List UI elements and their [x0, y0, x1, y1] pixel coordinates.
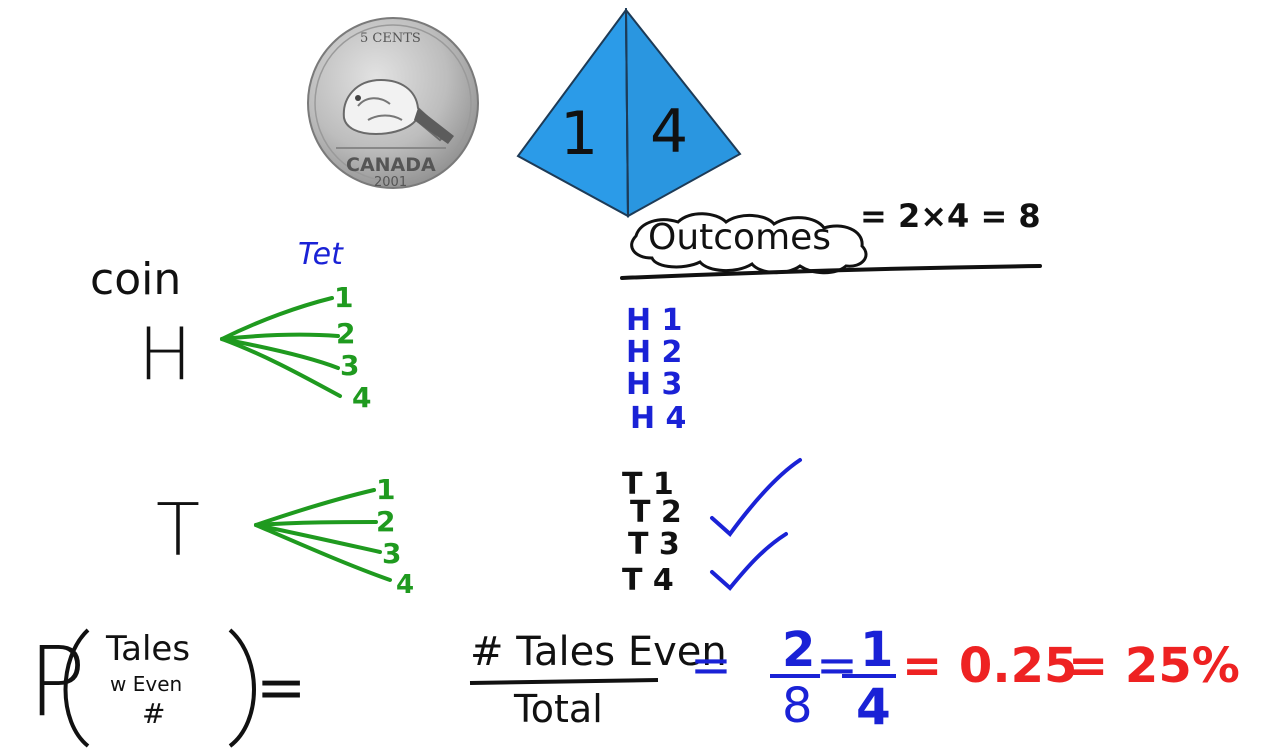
tetrahedron-graphic	[516, 8, 742, 218]
outcome-h4: H 4	[630, 401, 687, 436]
prob-numerator: # Tales Even	[470, 629, 727, 675]
prob-equals-3: =	[816, 636, 858, 694]
tetra-face-right: 4	[650, 97, 689, 167]
prob-frac1-num: 2	[782, 622, 816, 678]
outcome-h3: H 3	[626, 367, 683, 402]
h-branch-4: 4	[352, 381, 372, 414]
tet-label: Tet	[298, 237, 343, 272]
outcome-t4: T 4	[622, 563, 674, 598]
prob-event-top: Tales	[106, 629, 191, 669]
outcome-t3: T 3	[628, 527, 680, 562]
prob-decimal: = 0.25	[902, 638, 1078, 694]
h-branch-3: 3	[340, 349, 360, 382]
t-branch-3: 3	[382, 537, 402, 570]
outcome-t1: T 1	[622, 467, 674, 502]
prob-frac1-den: 8	[782, 678, 813, 734]
tetra-face-left: 1	[560, 99, 599, 169]
prob-denominator: Total	[514, 687, 603, 731]
tetrahedron-image: 1 4	[516, 8, 742, 220]
prob-frac2-num: 1	[860, 622, 894, 678]
coin-label: coin	[90, 254, 182, 305]
prob-equals-2: =	[690, 636, 732, 694]
h-branch-1: 1	[334, 281, 354, 314]
prob-event-bottom: #	[142, 697, 166, 730]
outcomes-heading: Outcomes	[648, 217, 832, 258]
prob-frac2-den: 4	[856, 678, 891, 736]
outcome-h1: H 1	[626, 303, 683, 338]
t-branch-2: 2	[376, 505, 396, 538]
prob-event-mid: w Even	[110, 672, 183, 696]
outcomes-equation: = 2×4 = 8	[860, 197, 1041, 235]
heads-label: H	[138, 312, 193, 396]
prob-equals-1: =	[256, 653, 307, 723]
coin-image: 5 CENTS CANADA 2001	[306, 16, 480, 190]
coin-country-text: CANADA	[346, 154, 436, 176]
coin-graphic	[307, 17, 479, 189]
coin-year-text: 2001	[374, 175, 408, 190]
prob-p: P	[28, 626, 86, 738]
prob-percent: = 25%	[1068, 638, 1240, 694]
t-branch-4: 4	[396, 570, 415, 600]
t-branch-1: 1	[376, 473, 396, 506]
outcome-t2: T 2	[630, 495, 682, 530]
tails-label: T	[156, 488, 200, 572]
outcome-h2: H 2	[626, 335, 683, 370]
h-branch-2: 2	[336, 317, 356, 350]
coin-top-text: 5 CENTS	[360, 31, 421, 46]
